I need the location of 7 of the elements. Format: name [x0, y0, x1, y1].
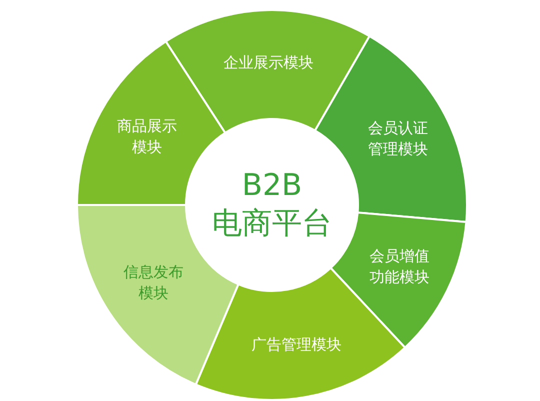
segment-label: 信息发布模块	[122, 262, 185, 304]
segment-label: 企业展示模块	[222, 52, 314, 74]
segment-label: 商品展示模块	[116, 116, 178, 158]
center-title: B2B 电商平台	[211, 167, 333, 243]
segment-label: 会员增值功能模块	[368, 246, 431, 288]
segment-label: 会员认证管理模块	[366, 118, 429, 160]
segment-label: 广告管理模块	[250, 334, 343, 356]
